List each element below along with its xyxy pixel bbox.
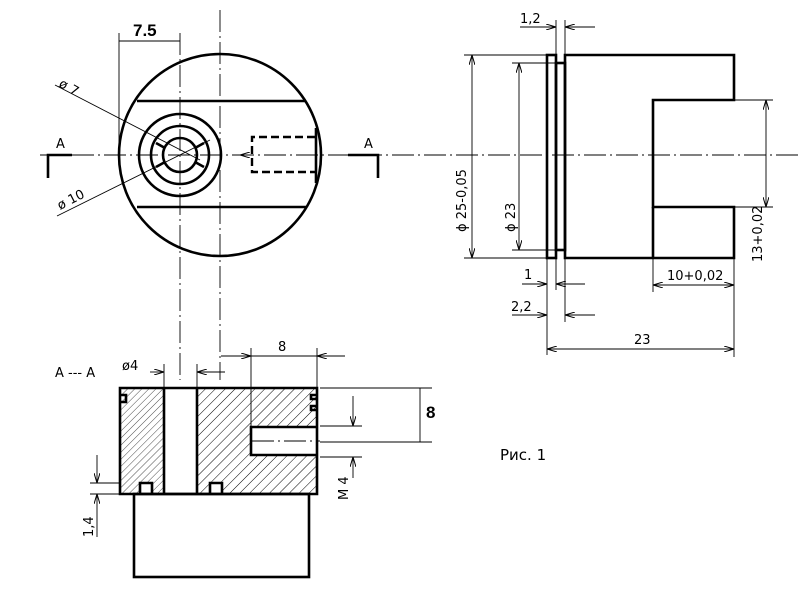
dim-thread-label: M 4 (337, 476, 352, 500)
dim-height-label: 8 (426, 403, 435, 422)
dim-flange-label: 1 (524, 268, 532, 283)
notch (120, 393, 128, 404)
dim-pocket-length-label: 8 (278, 340, 286, 355)
figure-caption: Рис. 1 (500, 446, 546, 464)
section-title: A --- A (55, 366, 95, 381)
dim-inner-dia-label: ϕ 23 (504, 203, 519, 232)
section-mark-left (46, 153, 72, 178)
groove (210, 483, 222, 494)
hidden-threaded-hole (250, 135, 315, 174)
dim-slot-depth-label: 10+0,02 (667, 269, 723, 284)
groove (140, 483, 152, 494)
section-mark-right-label: A (364, 137, 373, 152)
section-view: A --- A ø4 8 8 M 4 (55, 340, 435, 579)
dim-slot-width-label: 13+0,02 (751, 206, 766, 262)
chamfer-mark (155, 141, 166, 150)
notch (309, 393, 317, 412)
dim-hole-label: ø4 (122, 359, 138, 374)
flange (545, 53, 558, 260)
leader-line (54, 84, 201, 161)
threaded-pocket (249, 425, 317, 457)
dim-groove-label: 1,4 (82, 516, 97, 537)
dim-offset-label: 7.5 (133, 21, 157, 40)
side-view: ϕ 25-0,05 ϕ 23 1,2 1 2,2 10+0,02 23 13+0… (455, 12, 773, 357)
hole-circle (161, 136, 199, 174)
front-view: 7.5 ø 7 ø 10 A A (40, 10, 800, 380)
hatch-left (120, 388, 164, 494)
thread-circle (149, 124, 211, 186)
hatch-right (197, 388, 317, 494)
body-outline (563, 53, 736, 260)
dim-dia-outer-label: ø 10 (55, 187, 87, 213)
section-mark-left-label: A (56, 137, 65, 152)
dim-flange-total-label: 2,2 (511, 300, 532, 315)
leader-line (56, 139, 211, 217)
groove-outline (138, 481, 224, 494)
dim-gap-label: 1,2 (520, 12, 541, 27)
dim-length-label: 23 (634, 333, 651, 348)
chamfer-mark (194, 160, 205, 169)
collar (554, 61, 567, 252)
section-mark-right (348, 153, 380, 178)
counterbore-circle (137, 112, 223, 198)
lower-cylinder (132, 492, 311, 579)
dim-outer-dia-label: ϕ 25-0,05 (455, 169, 470, 232)
